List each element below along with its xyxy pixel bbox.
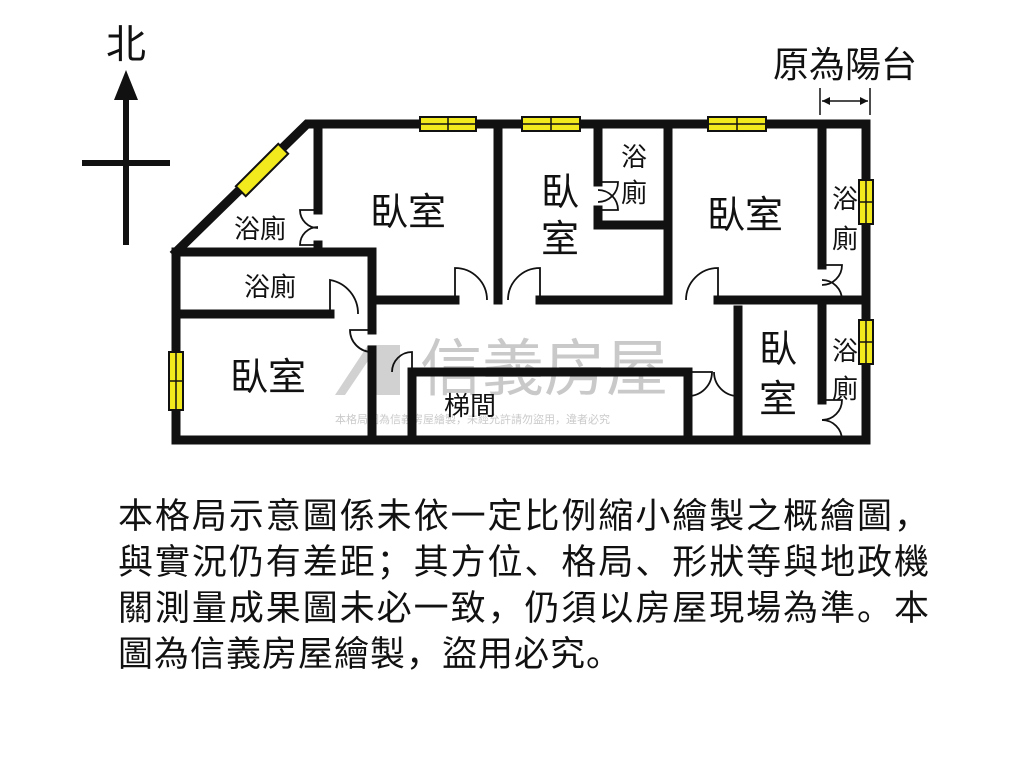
door-bedroom-left <box>349 329 373 353</box>
bedroom-bottom-right-label-line2: 室 <box>759 377 797 421</box>
door-bedroom-top-left <box>454 267 488 301</box>
bedroom-center-label-line2: 室 <box>541 217 579 261</box>
bedroom-left-label: 臥室 <box>230 355 306 399</box>
disclaimer-notice: 本格局示意圖係未依一定比例縮小繪製之概繪圖，與實況仍有差距；其方位、格局、形狀等… <box>118 497 930 675</box>
bedroom-bottom-right-label-line1: 臥 <box>759 327 797 371</box>
door-stair-right <box>687 371 713 397</box>
door-bath-right-top <box>821 264 843 286</box>
bath-right-top-label-line2: 廁 <box>832 225 858 255</box>
balcony-dimension <box>819 88 871 115</box>
bedroom-top-right-label: 臥室 <box>707 193 783 237</box>
watermark-small-text: 本格局圖為信義房屋繪製，未經允許請勿盜用，違者必究 <box>335 412 610 426</box>
compass: 北 <box>82 22 170 245</box>
floor-plan: 北 原為陽台 信義房屋 本格局圖為信義房屋繪製，未經允許請勿盜用，違者必究 <box>82 22 917 445</box>
bedroom-top-left-label: 臥室 <box>370 190 446 234</box>
door-bath-left <box>329 278 359 315</box>
bath-diagonal-label: 浴廁 <box>234 215 286 245</box>
window-diagonal <box>234 142 290 198</box>
north-arrow-icon <box>114 70 138 100</box>
stairwell-label: 梯間 <box>444 392 496 422</box>
north-label: 北 <box>106 22 146 68</box>
bedroom-center-label-line1: 臥 <box>541 170 579 214</box>
doors <box>299 181 843 441</box>
bath-right-bottom-label-line2: 廁 <box>832 375 858 405</box>
bath-center-label-line1: 浴 <box>621 143 647 173</box>
door-stair-left <box>391 351 413 373</box>
door-bath-center <box>597 181 619 203</box>
door-bedroom-center <box>507 267 541 301</box>
bath-left-label: 浴廁 <box>244 273 296 303</box>
bath-right-top-label-line1: 浴 <box>832 185 858 215</box>
balcony-note: 原為陽台 <box>773 45 917 86</box>
door-bedroom-top-right <box>685 267 719 301</box>
bath-right-bottom-label-line1: 浴 <box>832 337 858 367</box>
bath-center-label-line2: 廁 <box>621 179 647 209</box>
room-labels: 臥室 臥 室 臥室 臥室 臥 室 浴廁 浴廁 浴 廁 浴 廁 浴 廁 梯間 <box>230 143 858 422</box>
watermark: 信義房屋 本格局圖為信義房屋繪製，未經允許請勿盜用，違者必究 <box>335 332 668 426</box>
